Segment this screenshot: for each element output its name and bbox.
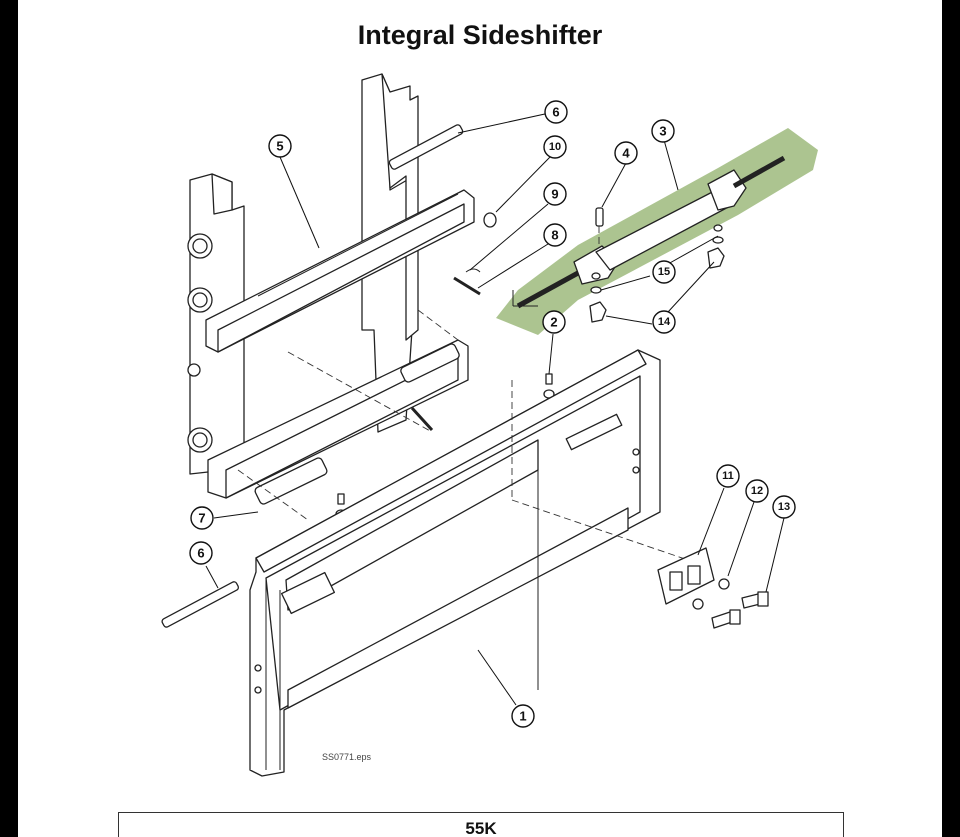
callout-10: 10 <box>543 135 567 159</box>
svg-text:8: 8 <box>551 228 558 243</box>
callout-15: 15 <box>652 260 676 284</box>
wear-pad-6-upper <box>388 124 464 170</box>
callout-2: 2 <box>542 310 566 334</box>
svg-text:4: 4 <box>622 146 630 161</box>
pin-8 <box>453 276 481 296</box>
callout-1: 1 <box>511 704 535 728</box>
callout-12: 12 <box>745 479 769 503</box>
clip-9 <box>465 268 481 273</box>
model-label: 55K <box>465 819 497 837</box>
callout-4: 4 <box>614 141 638 165</box>
svg-text:2: 2 <box>550 315 557 330</box>
svg-text:3: 3 <box>659 124 666 139</box>
anchor-bracket-11 <box>657 547 715 605</box>
grease-fitting-2 <box>543 373 555 399</box>
elbow-fitting-14-left <box>589 301 607 323</box>
callout-6-top: 6 <box>544 100 568 124</box>
svg-text:15: 15 <box>658 266 670 278</box>
svg-text:14: 14 <box>658 316 671 328</box>
callout-7: 7 <box>190 506 214 530</box>
exploded-parts-diagram: 6 5 10 9 8 4 3 15 14 2 11 12 13 7 6 1 SS… <box>161 73 818 777</box>
callout-14: 14 <box>652 310 676 334</box>
elbow-fitting-14-right <box>707 247 725 269</box>
lock-washer-12 <box>718 578 730 590</box>
page-title: Integral Sideshifter <box>357 20 603 50</box>
callout-8: 8 <box>543 223 567 247</box>
callout-13: 13 <box>772 495 796 519</box>
capscrew-13-lower <box>711 609 741 629</box>
o-ring-15-left <box>590 286 602 294</box>
callout-9: 9 <box>543 182 567 206</box>
manual-page: Integral Sideshifter <box>18 0 942 837</box>
callout-11: 11 <box>716 464 740 488</box>
callout-5: 5 <box>268 134 292 158</box>
svg-text:1: 1 <box>519 709 526 724</box>
svg-text:10: 10 <box>549 141 561 153</box>
pin-lower <box>410 406 434 432</box>
svg-text:11: 11 <box>722 470 734 482</box>
o-ring-15-right <box>712 236 724 244</box>
wear-pad-6-lower <box>161 581 240 628</box>
capscrew-13 <box>741 591 769 609</box>
model-table-header: 55K <box>118 812 844 837</box>
svg-text:6: 6 <box>552 105 559 120</box>
sideshift-frame-1 <box>249 349 689 777</box>
svg-text:7: 7 <box>198 511 205 526</box>
svg-text:6: 6 <box>197 546 204 561</box>
svg-text:5: 5 <box>276 139 283 154</box>
sideshift-cylinder <box>512 155 786 309</box>
washer-10 <box>483 212 497 228</box>
carriage-frame <box>187 73 475 521</box>
svg-text:9: 9 <box>551 187 558 202</box>
figure-filename: SS0771.eps <box>322 752 372 762</box>
roll-pin-4 <box>595 207 604 227</box>
callout-6-bottom: 6 <box>189 541 213 565</box>
svg-text:12: 12 <box>751 485 763 497</box>
lock-washer-12-lower <box>692 598 704 610</box>
leader-lines <box>205 111 785 706</box>
svg-text:13: 13 <box>778 501 790 513</box>
callout-3: 3 <box>651 119 675 143</box>
